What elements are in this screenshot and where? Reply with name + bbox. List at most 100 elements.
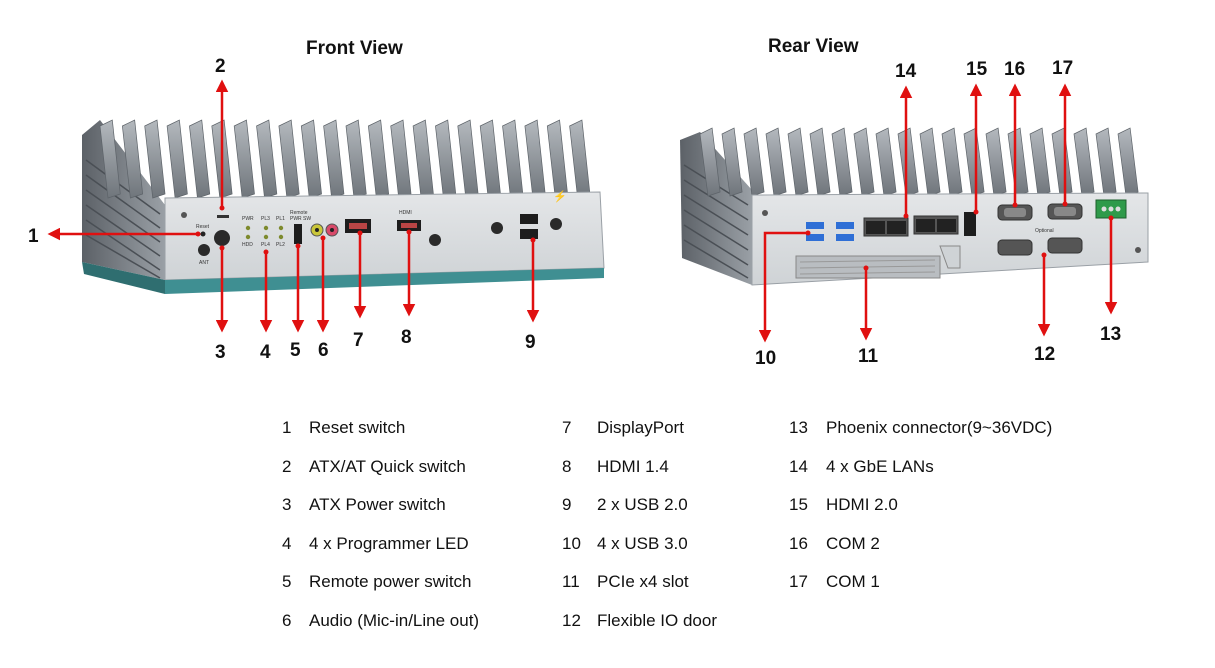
callout-8: 8 [401,327,412,348]
callout-arrow-10 [758,231,808,343]
heatsink-fin [1051,127,1073,197]
optional-label: Optional [1035,228,1054,234]
heatsink-fin [743,127,765,197]
callout-7: 7 [353,330,364,351]
front-side-fins [85,159,161,279]
heatsink-fin [99,119,121,199]
ant-label: ANT [199,260,209,266]
usb-2-0-port[interactable] [520,229,538,239]
heatsink-fin [569,119,591,199]
usb-3-0-ports[interactable] [806,222,854,241]
rear-device: Optional [680,127,1149,286]
heatsink-fin [1095,127,1117,197]
gbe-lan-ports[interactable] [863,215,959,237]
heatsink-fin [919,127,941,197]
callout-2: 2 [215,56,226,77]
led-label-pwr: PWR [242,216,254,222]
heatsink-fin [323,119,345,199]
heatsink-fin [278,119,300,199]
led-label-pl1: PL1 [276,216,285,222]
programmer-leds: PWR PL3 PL1 HDD PL4 PL2 [242,216,285,248]
heatsink-fin [897,127,919,197]
heatsink-fin [524,119,546,199]
heatsink-fin [390,119,412,199]
rear-screw [762,210,768,216]
callout-6: 6 [318,340,329,361]
led-label-pl3: PL3 [261,216,270,222]
callout-9: 9 [525,332,536,353]
rear-view-title: Rear View [768,36,859,57]
callout-15: 15 [966,59,988,80]
rear-top-fins [699,127,1139,197]
antenna-hole [429,234,441,246]
heatsink-fin [1117,127,1139,197]
callout-3: 3 [215,342,226,363]
heatsink-fin [367,119,390,199]
heatsink-fin [457,119,479,199]
heatsink-fin [345,119,367,199]
led-label-pl4: PL4 [261,242,270,248]
heatsink-fin [875,127,897,197]
atx-at-quick-switch[interactable] [217,215,229,218]
heatsink-fin [479,119,501,199]
rear-side-fins [683,164,749,279]
front-panel [164,191,605,281]
brand-logo-icon: ⚡ [553,190,567,203]
usb-2-0-port[interactable] [520,214,538,224]
callout-12: 12 [1034,344,1055,365]
hdmi-logo-label: HDMI [399,210,412,216]
heatsink-fin [144,119,166,199]
heatsink-fin [721,127,743,197]
pwr-sw-label: PWR SW [290,216,311,222]
remote-label: Remote [290,210,308,216]
heatsink-fin [1007,127,1029,197]
pcie-bracket [939,245,961,269]
heatsink-fin [809,127,831,197]
front-top-fins [99,119,591,199]
heatsink-fin [787,127,809,197]
com2-port[interactable] [997,204,1033,221]
optional-com-ports [997,237,1083,256]
heatsink-fin [963,127,985,197]
remote-power-switch[interactable] [294,224,302,244]
heatsink-fin [546,119,568,199]
reset-switch[interactable] [200,231,206,237]
heatsink-fin [412,119,434,199]
heatsink-fin [189,119,211,199]
callout-16: 16 [1004,59,1025,80]
rear-side-heatsink [680,132,752,285]
com1-port[interactable] [1047,203,1083,220]
callout-10: 10 [755,348,776,369]
led-label-pl2: PL2 [276,242,285,248]
antenna-hole [198,244,210,256]
heatsink-fin [435,119,457,199]
heatsink-fin [853,127,875,197]
callout-numbers: 1 2 3 4 5 6 7 8 9 10 11 12 13 14 15 16 1… [28,56,1121,369]
led-label-hdd: HDD [242,242,253,248]
callout-1: 1 [28,226,39,247]
heatsink-fin [765,127,787,197]
heatsink-fin [1073,127,1095,197]
atx-power-switch[interactable] [214,230,230,246]
front-device: Reset ANT PWR PL3 PL1 HDD PL4 PL2 Remote… [82,119,605,294]
hdmi-2-0-port[interactable] [964,212,976,236]
heatsink-fin [941,127,963,197]
callout-arrows [47,79,1118,343]
heatsink-fin [233,119,255,199]
callout-13: 13 [1100,324,1121,345]
callout-4: 4 [260,342,271,363]
